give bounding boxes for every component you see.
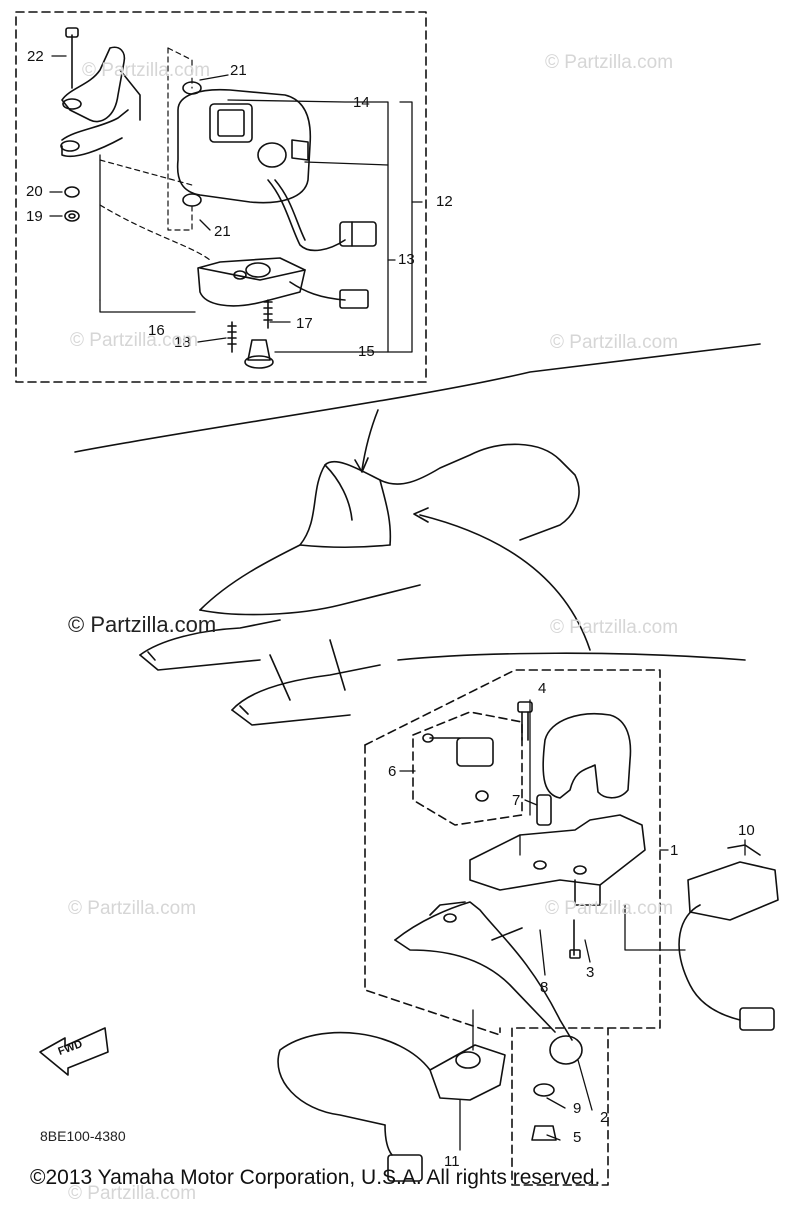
label-part-1: 1 [670,842,679,859]
label-part-13: 13 [398,251,415,268]
watermark: © Partzilla.com [550,332,679,353]
snowmobile-outline [74,343,761,726]
label-part-15: 15 [358,343,375,360]
watermark: © Partzilla.com [68,898,197,919]
diagram-code: 8BE100-4380 [40,1128,126,1144]
watermark: © Partzilla.com [68,1183,197,1204]
label-part-14: 14 [353,94,370,111]
label-part-21-top: 21 [230,62,247,79]
label-part-3: 3 [586,964,595,981]
fwd-arrow-icon [39,1027,109,1076]
watermark: © Partzilla.com [550,617,679,638]
label-part-21-bottom: 21 [214,223,231,240]
label-part-2: 2 [600,1109,609,1126]
brake-lever-assembly [277,701,779,1182]
switch-housing [176,81,377,252]
label-part-8: 8 [540,979,549,996]
lower-bracket [197,257,369,369]
label-part-12: 12 [436,193,453,210]
label-part-10: 10 [738,822,755,839]
label-part-16: 16 [148,322,165,339]
watermark: © Partzilla.com [545,898,674,919]
label-part-6: 6 [388,763,397,780]
label-part-18: 18 [174,334,191,351]
top-assembly-box [15,11,427,383]
main-watermark: © Partzilla.com [68,612,217,637]
label-part-7: 7 [512,792,521,809]
label-part-9: 9 [573,1100,582,1117]
label-part-20: 20 [26,183,43,200]
label-part-4: 4 [538,680,547,697]
label-part-11: 11 [444,1153,460,1170]
watermark: © Partzilla.com [82,60,211,81]
watermark: © Partzilla.com [545,52,674,73]
copyright-notice: ©2013 Yamaha Motor Corporation, U.S.A. A… [30,1166,601,1189]
mount-bracket [60,27,141,222]
label-part-5: 5 [573,1129,582,1146]
label-part-17: 17 [296,315,313,332]
label-part-22: 22 [27,48,44,65]
subassembly-6-box [412,711,523,826]
lower-assembly-box [364,669,661,1186]
watermark: © Partzilla.com [70,330,199,351]
label-part-19: 19 [26,208,43,225]
